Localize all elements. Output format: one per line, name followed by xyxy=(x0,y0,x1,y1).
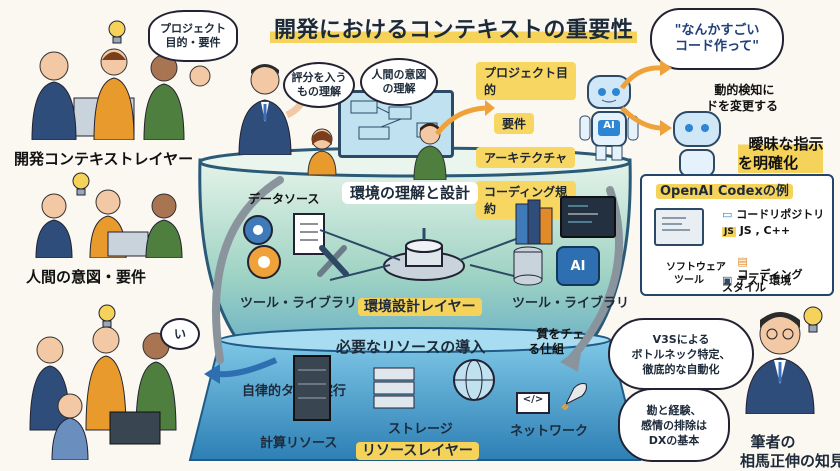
notebook-icon xyxy=(293,213,325,255)
human-intent-speech-bubble: 人間の意図 の理解 xyxy=(360,58,438,106)
rocket-icon xyxy=(561,383,587,410)
collaboration-group xyxy=(10,310,210,464)
compute-label: 計算リソース xyxy=(260,436,338,451)
codex-panel-title: OpenAI Codexの例 xyxy=(656,180,793,199)
code-tag-icon: </> xyxy=(516,392,550,414)
arrow-to-tags xyxy=(435,100,495,136)
wrench-icon xyxy=(317,245,349,277)
storage-icon xyxy=(373,367,415,409)
ai-chip-icon: AI xyxy=(556,246,600,286)
codex-item-repository: ▭ コードリポジトリ xyxy=(722,208,825,221)
tools-lib-left-label: ツール・ライブラリ xyxy=(240,296,358,311)
lightbulb-icon-3 xyxy=(98,304,116,328)
terminal-icon: ▣ xyxy=(722,274,733,287)
lightbulb-icon xyxy=(108,20,126,44)
env-heading: 環境の理解と設計 xyxy=(342,182,479,204)
robot-arrows xyxy=(619,60,672,136)
tools-lib-right-label: ツール・ライブラリ xyxy=(512,296,630,311)
quality-mechanism-label: 質をチェ る仕組 xyxy=(528,327,585,356)
code-monitor-icon xyxy=(560,196,616,238)
ai-prompt-cloud: "なんかすごい コード作って" xyxy=(650,8,784,70)
server-icon xyxy=(293,355,331,421)
project-tags: プロジェクト目的 要件 アーキテクチャ コーディング規約 xyxy=(476,62,576,219)
robot-ai-badge: AI xyxy=(598,120,620,136)
speech-bubble-small: い xyxy=(160,318,200,350)
js-icon: JS xyxy=(722,227,736,237)
output-arrow-left xyxy=(204,357,278,384)
tag-architecture: アーキテクチャ xyxy=(476,147,576,168)
codex-example-panel: OpenAI Codexの例 ソフトウェア ツール ▭ コードリポジトリ JS … xyxy=(640,174,834,296)
resources-heading: 必要なリソースの導入 xyxy=(336,338,486,356)
central-hub-icon xyxy=(383,228,465,281)
v3s-note-bubble: V3Sによる ボトルネック特定、 徹底的な自動化 xyxy=(608,318,754,390)
codex-item-test-env: ▣ テスト環境 xyxy=(722,274,792,287)
codex-item-languages: JS JS , C++ xyxy=(722,224,791,237)
resource-layer-label: リソースレイヤー xyxy=(356,440,479,460)
env-layer-label: 環境設計レイヤー xyxy=(358,296,482,316)
experience-note-bubble: 勘と経験、 感情の排除は DXの基本 xyxy=(618,388,730,462)
laptop-code-icon xyxy=(654,208,704,246)
network-label: ネットワーク xyxy=(510,424,589,439)
human-intent-label: 人間の意図・要件 xyxy=(26,268,147,286)
software-tools-label: ソフトウェア ツール xyxy=(665,262,726,286)
author-label: 筆者の 相馬正伸の知見 xyxy=(740,433,840,470)
robot-ai-assistant: AI xyxy=(574,72,644,166)
lightbulb-icon-2 xyxy=(72,172,90,196)
tag-project-goal: プロジェクト目的 xyxy=(476,62,576,100)
robot-clarifier xyxy=(664,108,734,182)
tag-coding-rules: コーディング規約 xyxy=(476,181,576,219)
page-title: 開発におけるコンテキストの重要性 xyxy=(270,12,638,44)
database-icon xyxy=(513,246,543,286)
books-icon xyxy=(515,199,553,245)
dev-team-group xyxy=(14,20,214,144)
network-globe-icon xyxy=(453,359,495,401)
child-girl xyxy=(302,125,342,179)
project-goal-bubble: プロジェクト 目的・要件 xyxy=(148,10,238,62)
data-sources-label: データソース xyxy=(248,192,320,206)
tag-requirements: 要件 xyxy=(494,113,535,134)
author-portrait xyxy=(740,304,836,418)
author-lightbulb-icon xyxy=(803,306,823,333)
folder-icon: ▭ xyxy=(722,208,733,221)
human-intent-group xyxy=(24,176,204,262)
clarify-instruction-label: 曖昧な指示 を明確化 xyxy=(738,116,824,173)
presenter-person xyxy=(225,60,307,159)
gears-icon xyxy=(243,215,281,279)
document-icon: ▤ xyxy=(737,255,748,268)
child-boy xyxy=(408,120,452,184)
dynamic-detection-text: 動的検知に ドを変更する xyxy=(706,83,779,113)
dev-context-layer-label: 開発コンテキストレイヤー xyxy=(14,150,194,168)
evaluation-speech-bubble: 評分を入う もの理解 xyxy=(283,62,355,108)
codex-item-coding-style: ▤ コーディング スタイル xyxy=(722,255,803,294)
storage-label: ストレージ xyxy=(388,422,453,437)
